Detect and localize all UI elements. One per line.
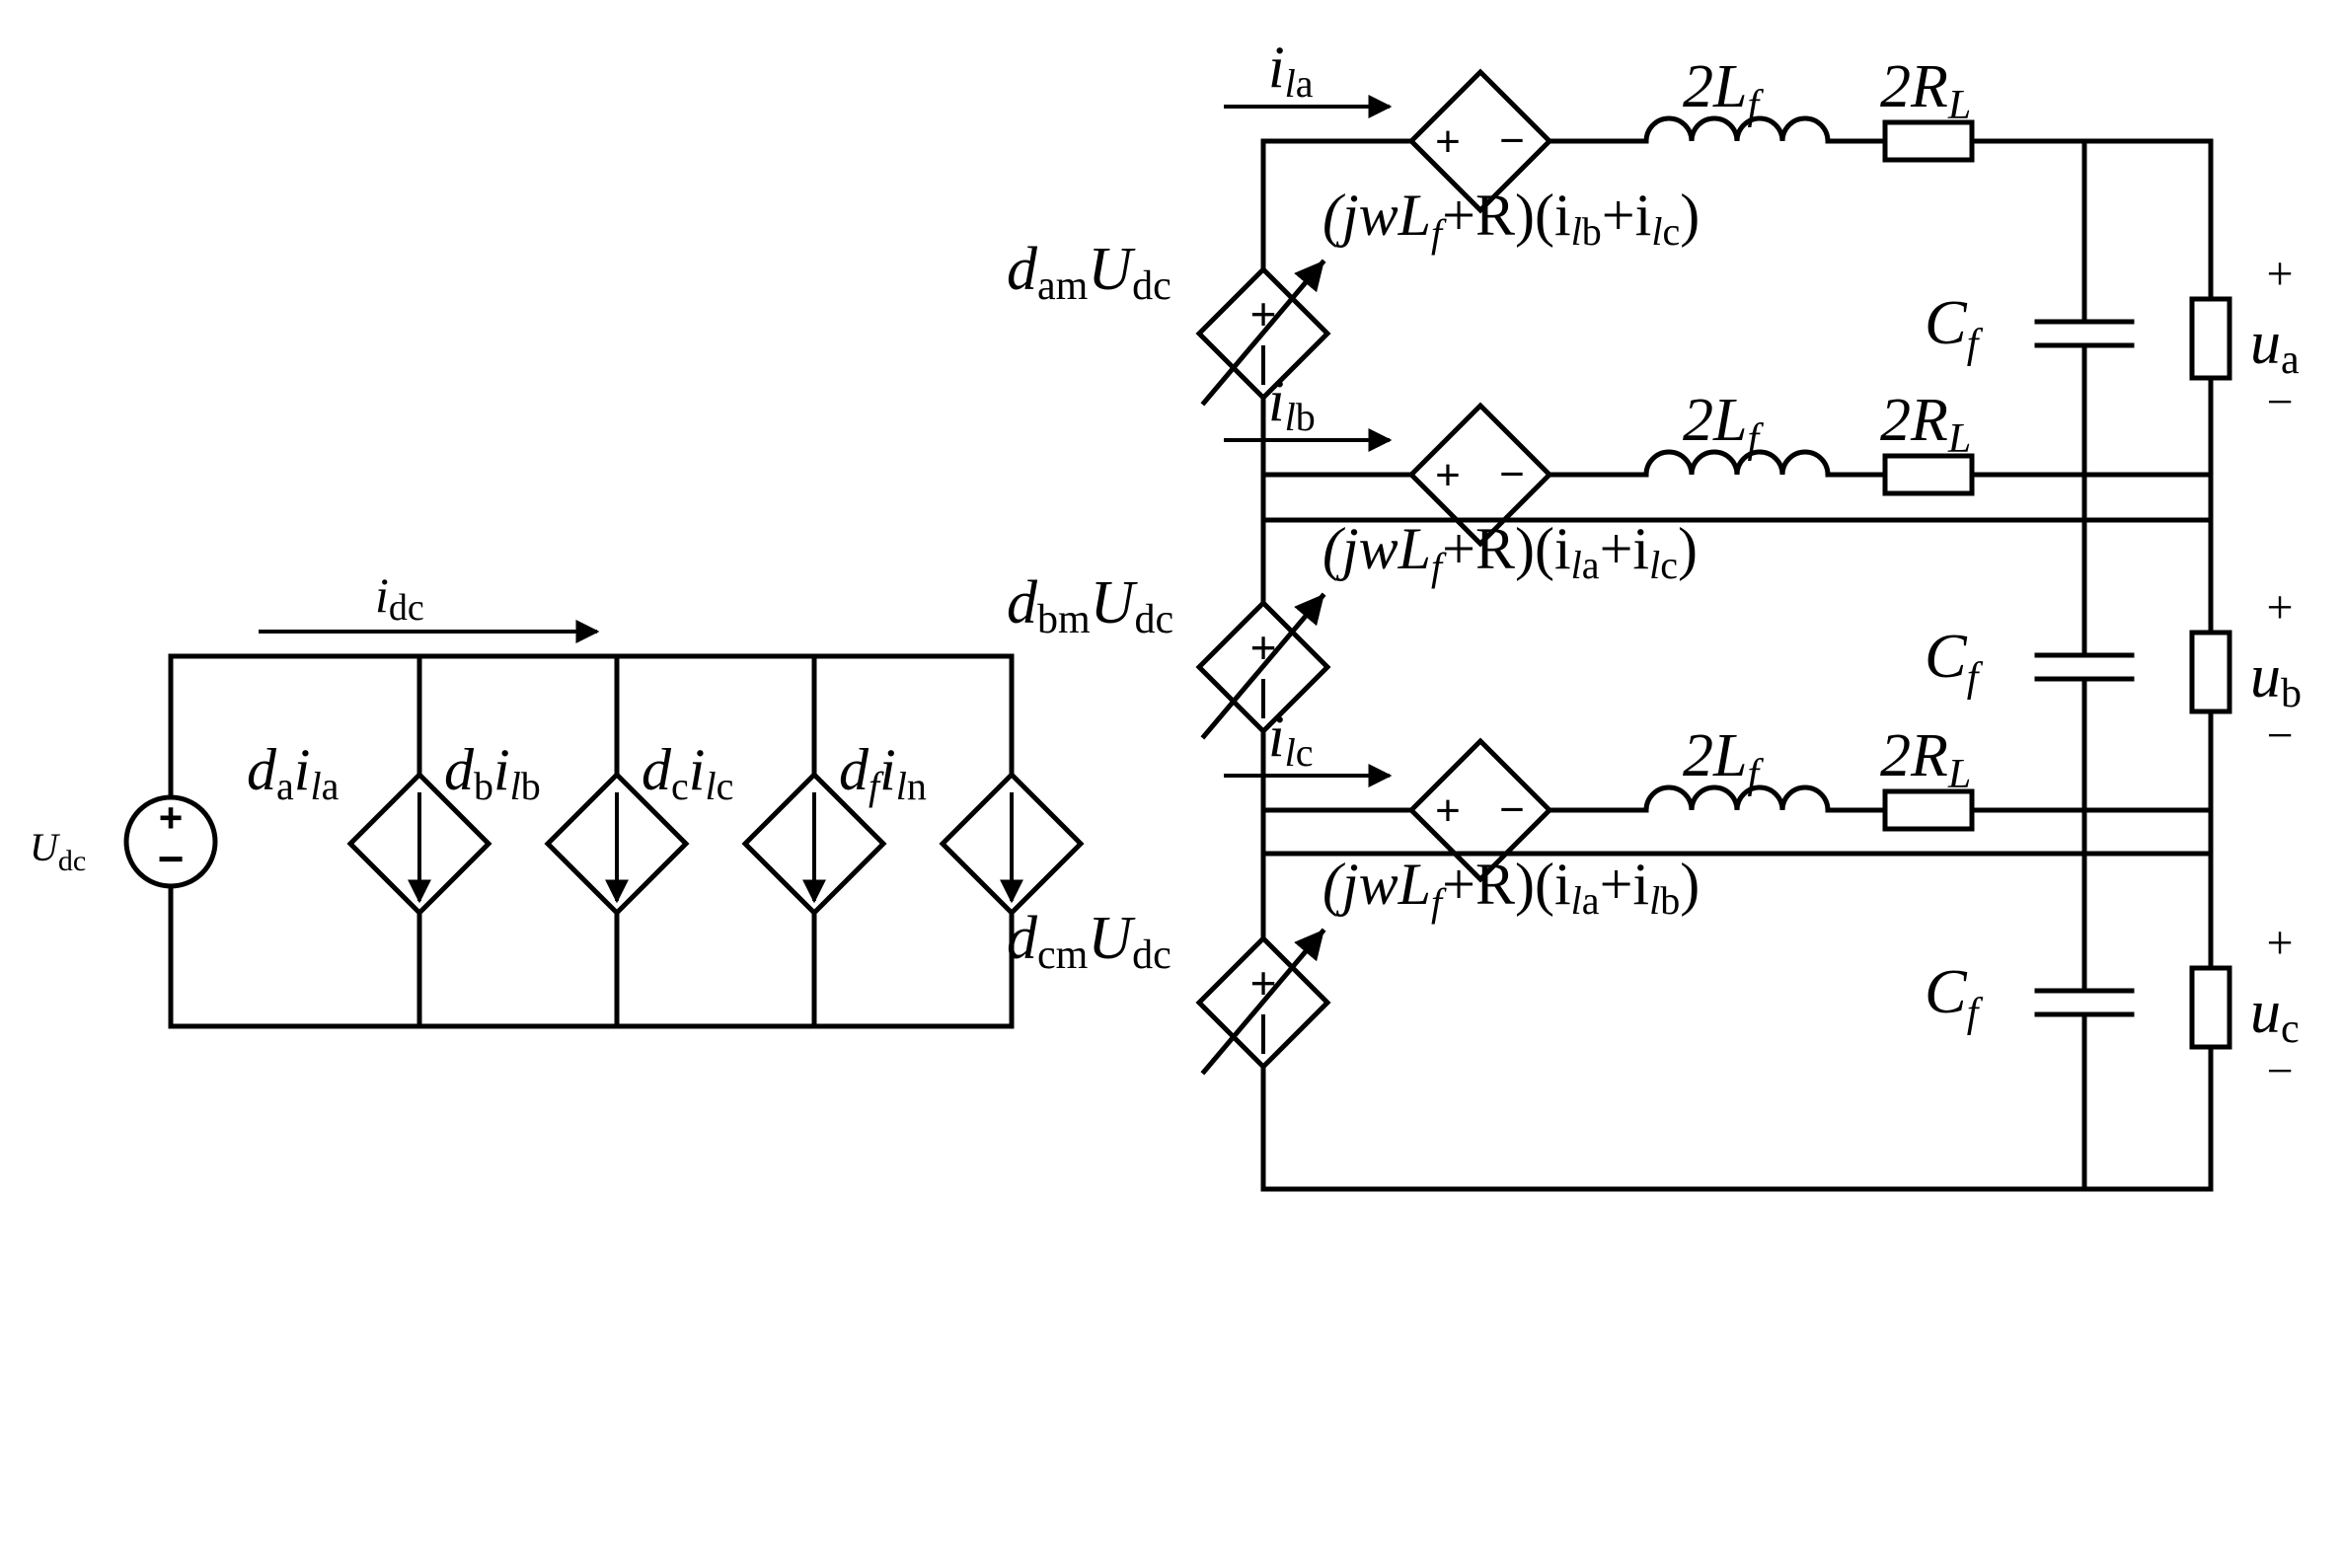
inductor-label: 2Lf (1683, 722, 1764, 797)
source-label: Udc (30, 825, 86, 877)
controlled-voltage-source (1195, 265, 1331, 402)
voltage-label: ua (2250, 310, 2300, 383)
source-minus-sign: − (158, 833, 185, 884)
dependent-current-source-diamond (939, 771, 1085, 917)
control-expression: (jwLf+R)(ila+ilc) (1323, 516, 1698, 589)
load-resistor (2189, 296, 2232, 381)
inductor-label: 2Lf (1683, 387, 1764, 462)
controlled-voltage-source (1195, 599, 1331, 735)
load-resistor (2189, 630, 2232, 714)
phase-current-label: ilc (1268, 704, 1314, 775)
variable-source-arrow (1200, 259, 1326, 407)
inductor-label: 2Lf (1683, 53, 1764, 128)
capacitor-label: Cf (1925, 956, 1984, 1036)
voltage-plus: + (2266, 248, 2293, 300)
resistor-label: 2RL (1880, 722, 1971, 797)
controlled-voltage-source (1195, 934, 1331, 1071)
series-dependent-voltage-source (1407, 737, 1553, 883)
branch-label: dbilb (444, 737, 541, 808)
variable-source-arrow (1200, 928, 1326, 1076)
branch-label: daila (247, 737, 340, 808)
dc-voltage-source: + − (123, 794, 218, 889)
series-dependent-voltage-source (1407, 68, 1553, 214)
voltage-plus: + (2266, 581, 2293, 634)
dependent-current-source-diamond (346, 771, 492, 917)
phase-current-label: ila (1268, 35, 1314, 106)
voltage-minus: − (2266, 709, 2293, 762)
series-source-minus: − (1499, 450, 1525, 498)
idc-label: idc (375, 567, 424, 629)
series-dependent-voltage-source (1407, 402, 1553, 548)
dc-branch-current-source: dcilc (642, 653, 887, 1029)
voltage-minus: − (2266, 1045, 2293, 1097)
controlled-source-label: dbmUdc (1007, 569, 1173, 642)
voltage-label: ub (2250, 643, 2302, 716)
source-plus-sign: + (159, 794, 184, 841)
series-source-plus: + (1435, 117, 1461, 166)
series-source-minus: − (1499, 116, 1525, 165)
controlled-source-label: damUdc (1007, 236, 1172, 309)
capacitor-label: Cf (1925, 287, 1984, 367)
dc-side-circuit: + − Udc idc daila dbilb dcilc dfiln (30, 567, 1085, 1029)
control-expression: (jwLf+R)(ila+ilb) (1323, 852, 1700, 925)
voltage-label: uc (2250, 979, 2300, 1052)
dc-branch-current-source: dbilb (444, 653, 690, 1029)
inductor (1643, 115, 1831, 144)
inductor (1643, 784, 1831, 813)
series-source-plus: + (1435, 451, 1461, 499)
dc-branch-current-source: dfiln (839, 653, 1085, 1029)
resistor-label: 2RL (1880, 387, 1971, 462)
capacitor-label: Cf (1925, 621, 1984, 701)
variable-source-arrow (1200, 592, 1326, 740)
inductor (1643, 449, 1831, 478)
load-resistor (2189, 965, 2232, 1050)
branch-label: dfiln (839, 737, 927, 808)
series-source-plus: + (1435, 786, 1461, 835)
series-source-minus: − (1499, 785, 1525, 834)
phase-current-label: ilb (1268, 368, 1316, 439)
resistor-label: 2RL (1880, 53, 1971, 128)
dependent-current-source-diamond (544, 771, 690, 917)
voltage-minus: − (2266, 376, 2293, 428)
dependent-current-source-diamond (741, 771, 887, 917)
controlled-source-label: dcmUdc (1007, 905, 1172, 978)
control-expression: (jwLf+R)(ilb+ilc) (1323, 183, 1700, 256)
voltage-plus: + (2266, 917, 2293, 969)
branch-label: dcilc (642, 737, 733, 808)
dc-branch-current-source: daila (247, 653, 492, 1029)
